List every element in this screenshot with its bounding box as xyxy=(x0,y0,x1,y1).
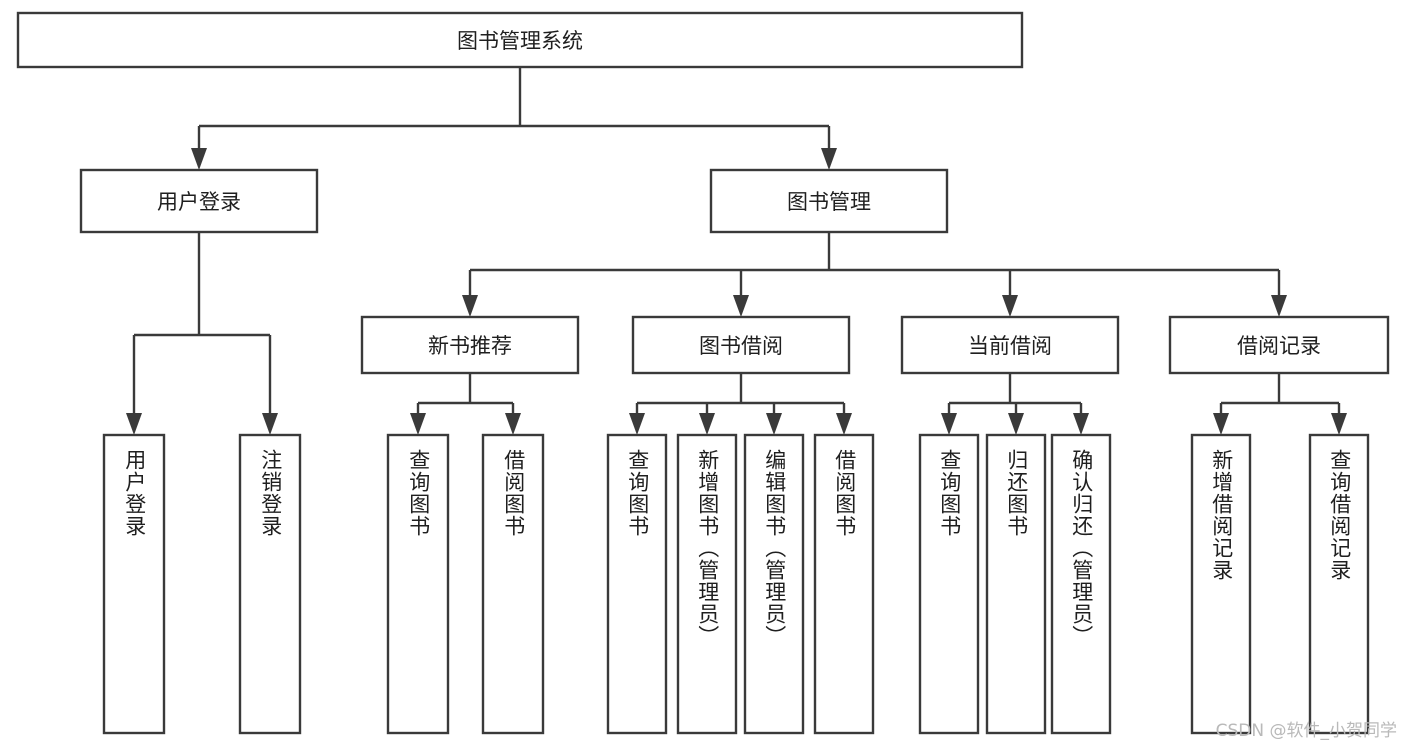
node-box-user-login-do[interactable] xyxy=(102,433,166,735)
node-box-cb-confirm-return[interactable] xyxy=(1050,433,1112,735)
node-label-borrow-record: 借阅记录 xyxy=(1237,334,1321,358)
node-label-book-manage: 图书管理 xyxy=(787,190,871,214)
node-box-br-add-record[interactable] xyxy=(1190,433,1252,735)
node-label-current-borrow: 当前借阅 xyxy=(968,334,1052,358)
node-label-user-login: 用户登录 xyxy=(157,190,241,214)
node-borrow-record[interactable] xyxy=(1168,315,1390,375)
node-box-nb-query-book[interactable] xyxy=(386,433,450,735)
arrow-head-icon xyxy=(821,148,837,170)
node-box-new-book-recommend[interactable] xyxy=(360,315,580,375)
node-box-current-borrow[interactable] xyxy=(900,315,1120,375)
arrow-head-icon xyxy=(1271,295,1287,317)
node-bb-borrow-book[interactable] xyxy=(813,433,875,735)
arrow-head-icon xyxy=(262,413,278,435)
arrow-head-icon xyxy=(1213,413,1229,435)
node-nb-borrow-book[interactable] xyxy=(481,433,545,735)
node-box-cb-return-book[interactable] xyxy=(985,433,1047,735)
node-label-new-book-recommend: 新书推荐 xyxy=(428,334,512,358)
node-user-login[interactable] xyxy=(79,168,319,234)
arrow-head-icon xyxy=(1073,413,1089,435)
node-box-borrow-record[interactable] xyxy=(1168,315,1390,375)
node-box-br-query-record[interactable] xyxy=(1308,433,1370,735)
node-box-bb-borrow-book[interactable] xyxy=(813,433,875,735)
node-box-nb-borrow-book[interactable] xyxy=(481,433,545,735)
node-nb-query-book[interactable] xyxy=(386,433,450,735)
node-root[interactable] xyxy=(16,11,1024,69)
arrow-head-icon xyxy=(733,295,749,317)
arrow-head-icon xyxy=(836,413,852,435)
node-br-add-record[interactable] xyxy=(1190,433,1252,735)
arrow-head-icon xyxy=(462,295,478,317)
node-cb-query-book[interactable] xyxy=(918,433,980,735)
arrow-head-icon xyxy=(126,413,142,435)
node-bb-add-book[interactable] xyxy=(676,433,738,735)
arrow-head-icon xyxy=(941,413,957,435)
node-cb-confirm-return[interactable] xyxy=(1050,433,1112,735)
node-user-login-do[interactable] xyxy=(102,433,166,735)
node-label-root: 图书管理系统 xyxy=(457,29,583,53)
arrow-head-icon xyxy=(191,148,207,170)
arrow-head-icon xyxy=(1331,413,1347,435)
node-box-bb-query-book[interactable] xyxy=(606,433,668,735)
node-label-book-borrow: 图书借阅 xyxy=(699,334,783,358)
node-box-bb-add-book[interactable] xyxy=(676,433,738,735)
arrow-head-icon xyxy=(505,413,521,435)
node-user-logout[interactable] xyxy=(238,433,302,735)
csdn-watermark: CSDN @软件_小贺同学 xyxy=(1215,721,1397,741)
node-box-root[interactable] xyxy=(16,11,1024,69)
node-bb-query-book[interactable] xyxy=(606,433,668,735)
node-box-bb-edit-book[interactable] xyxy=(743,433,805,735)
node-bb-edit-book[interactable] xyxy=(743,433,805,735)
arrow-head-icon xyxy=(1008,413,1024,435)
node-box-user-login[interactable] xyxy=(79,168,319,234)
node-box-cb-query-book[interactable] xyxy=(918,433,980,735)
arrow-head-icon xyxy=(410,413,426,435)
node-box-book-borrow[interactable] xyxy=(631,315,851,375)
arrow-head-icon xyxy=(766,413,782,435)
arrow-head-icon xyxy=(699,413,715,435)
node-new-book-recommend[interactable] xyxy=(360,315,580,375)
node-book-borrow[interactable] xyxy=(631,315,851,375)
node-br-query-record[interactable] xyxy=(1308,433,1370,735)
node-box-user-logout[interactable] xyxy=(238,433,302,735)
connector-lines-layer xyxy=(126,67,1347,435)
arrow-head-icon xyxy=(629,413,645,435)
node-cb-return-book[interactable] xyxy=(985,433,1047,735)
node-box-book-manage[interactable] xyxy=(709,168,949,234)
arrow-head-icon xyxy=(1002,295,1018,317)
node-current-borrow[interactable] xyxy=(900,315,1120,375)
node-book-manage[interactable] xyxy=(709,168,949,234)
